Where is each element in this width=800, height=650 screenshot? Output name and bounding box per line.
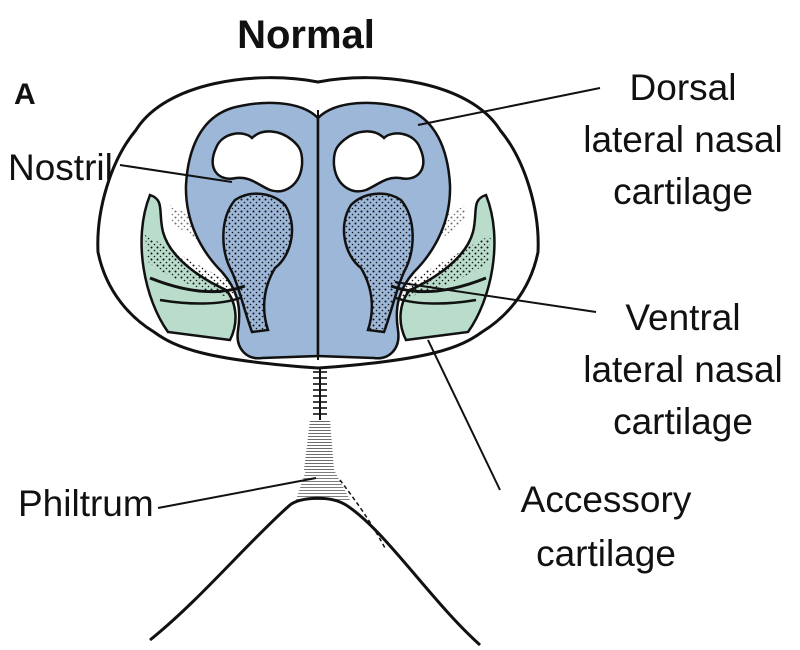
- label-accessory-line-1: Accessory: [521, 479, 692, 520]
- panel-label: A: [14, 78, 36, 111]
- label-dorsal-line-3: cartilage: [613, 171, 753, 212]
- label-accessory-cartilage: Accessory cartilage: [521, 479, 692, 574]
- label-philtrum: Philtrum: [18, 483, 154, 524]
- label-ventral-line-2: lateral nasal: [583, 349, 783, 390]
- label-ventral-line-1: Ventral: [625, 297, 740, 338]
- label-ventral-lateral-nasal-cartilage: Ventral lateral nasal cartilage: [583, 297, 783, 442]
- label-accessory-line-2: cartilage: [536, 533, 676, 574]
- label-ventral-line-3: cartilage: [613, 401, 753, 442]
- label-dorsal-lateral-nasal-cartilage: Dorsal lateral nasal cartilage: [583, 67, 783, 212]
- label-dorsal-line-2: lateral nasal: [583, 119, 783, 160]
- diagram-title: Normal: [237, 13, 375, 57]
- label-nostril: Nostril: [8, 147, 113, 188]
- philtrum-region: [296, 368, 385, 548]
- upper-lip: [150, 498, 480, 645]
- label-dorsal-line-1: Dorsal: [630, 67, 737, 108]
